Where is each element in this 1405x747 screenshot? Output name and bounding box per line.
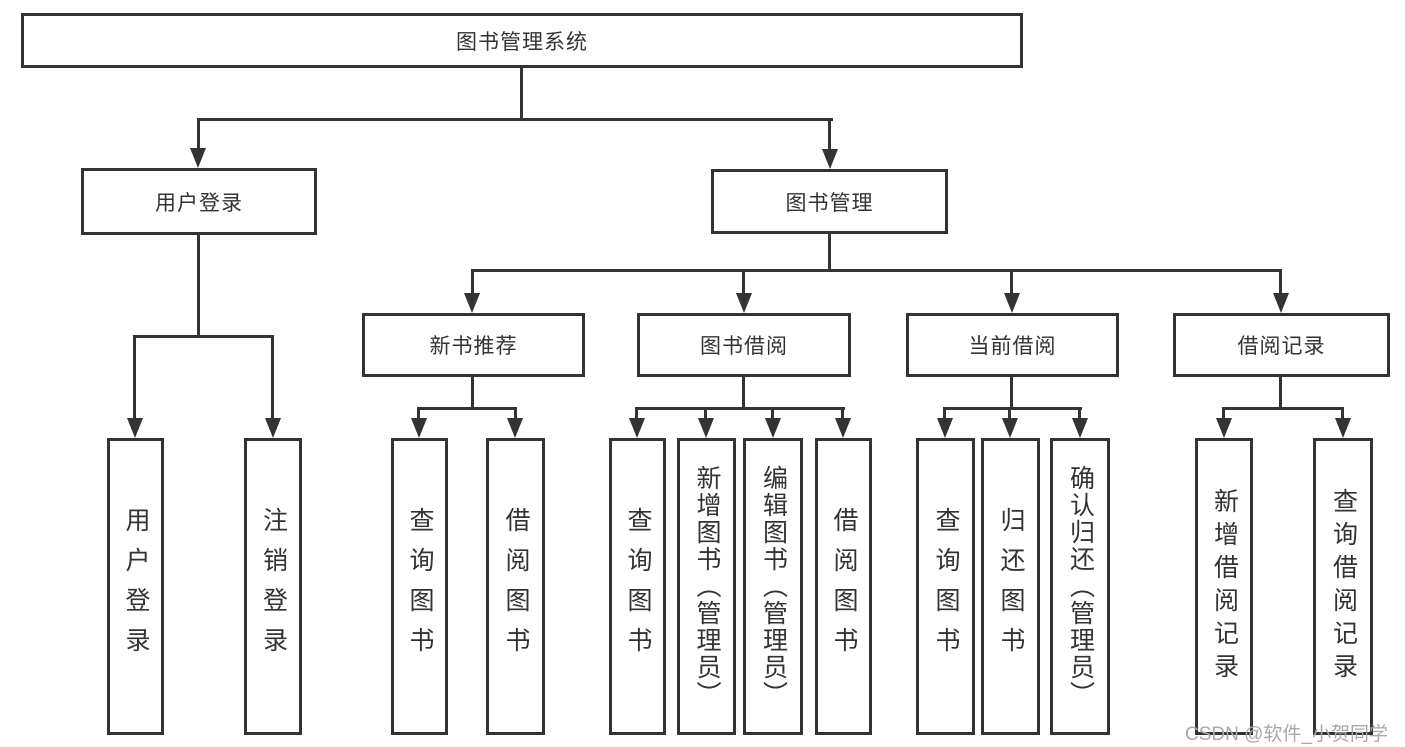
arrow-down-icon <box>464 293 480 313</box>
connector-stub <box>1341 407 1344 419</box>
leaf-query-books-current: 查询图书 <box>916 438 975 735</box>
connector-to-leaf-logout <box>271 335 274 418</box>
node-label: 图书借阅 <box>700 335 788 358</box>
leaf-label: 新增借阅记录 <box>1210 487 1239 686</box>
connector-stub <box>771 407 774 419</box>
connector-bookmgmt-stem <box>828 234 831 272</box>
leaf-label: 归还图书 <box>997 506 1025 667</box>
arrow-down-icon <box>265 418 281 438</box>
connector-root-bus <box>197 118 833 121</box>
connector-stub <box>1078 407 1081 419</box>
arrow-down-icon <box>190 148 206 168</box>
leaf-label: 编辑图书（管理员） <box>759 465 788 708</box>
connector-stub <box>635 407 638 419</box>
leaf-label: 借阅图书 <box>830 506 858 667</box>
leaf-query-books-rec: 查询图书 <box>391 438 448 735</box>
arrow-down-icon <box>1004 293 1020 313</box>
connector-newbookrec-stem <box>471 377 474 410</box>
leaf-label: 新增图书（管理员） <box>693 465 721 708</box>
arrow-down-icon <box>937 418 953 438</box>
arrow-down-icon <box>1002 418 1018 438</box>
connector-borrowrecords-bus <box>1222 407 1344 410</box>
arrow-down-icon <box>1273 293 1289 313</box>
arrow-down-icon <box>507 418 523 438</box>
arrow-down-icon <box>411 418 427 438</box>
connector-bookborrow-bus <box>635 407 845 410</box>
leaf-label: 注销登录 <box>259 506 288 667</box>
connector-to-borrow-records <box>1279 269 1282 295</box>
node-library-management-system: 图书管理系统 <box>21 13 1023 68</box>
node-book-management-group: 图书管理 <box>711 169 948 234</box>
connector-stub <box>1222 407 1225 419</box>
connector-to-book-mgmt <box>828 118 831 150</box>
arrow-down-icon <box>698 418 714 438</box>
connector-userlogin-stem <box>197 235 200 338</box>
leaf-query-borrow-record: 查询借阅记录 <box>1313 438 1373 735</box>
leaf-edit-books-admin: 编辑图书（管理员） <box>743 438 803 735</box>
connector-stub <box>841 407 844 419</box>
leaf-label: 借阅图书 <box>502 506 530 667</box>
leaf-user-login: 用户登录 <box>107 438 164 735</box>
connector-currentborrow-stem <box>1010 377 1013 410</box>
leaf-label: 查询图书 <box>406 506 434 667</box>
arrow-down-icon <box>629 418 645 438</box>
node-label: 借阅记录 <box>1237 335 1326 358</box>
leaf-label: 查询借阅记录 <box>1329 487 1358 686</box>
connector-to-user-login <box>197 118 200 150</box>
node-new-book-recommendation: 新书推荐 <box>362 313 585 377</box>
connector-currentborrow-bus <box>943 407 1082 410</box>
connector-to-leaf-user-login <box>133 335 136 418</box>
connector-stub <box>417 407 420 419</box>
leaf-label: 确认归还（管理员） <box>1066 465 1095 708</box>
connector-stub <box>1008 407 1011 419</box>
leaf-label: 查询图书 <box>624 506 652 667</box>
connector-stub <box>943 407 946 419</box>
leaf-return-books: 归还图书 <box>981 438 1040 735</box>
node-label: 新书推荐 <box>429 335 518 358</box>
leaf-confirm-return-admin: 确认归还（管理员） <box>1050 438 1110 735</box>
arrow-down-icon <box>736 293 752 313</box>
arrow-down-icon <box>822 149 838 169</box>
connector-stub <box>514 407 517 419</box>
connector-root-stem <box>520 68 523 121</box>
connector-borrowrecords-stem <box>1279 377 1282 410</box>
connector-bookborrow-stem <box>742 377 745 410</box>
node-label: 图书管理系统 <box>456 30 588 54</box>
node-book-borrowing: 图书借阅 <box>637 313 851 377</box>
arrow-down-icon <box>127 418 143 438</box>
leaf-borrow-books: 借阅图书 <box>815 438 872 735</box>
connector-userlogin-bus <box>133 335 274 338</box>
arrow-down-icon <box>1335 418 1351 438</box>
connector-stub <box>704 407 707 419</box>
leaf-label: 查询图书 <box>932 506 960 667</box>
connector-to-new-book-rec <box>471 269 474 295</box>
leaf-label: 用户登录 <box>122 506 150 667</box>
connector-to-book-borrow <box>742 269 745 295</box>
node-user-login-group: 用户登录 <box>81 168 317 235</box>
arrow-down-icon <box>1216 418 1232 438</box>
leaf-add-borrow-record: 新增借阅记录 <box>1195 438 1253 735</box>
node-borrowing-records: 借阅记录 <box>1173 313 1390 377</box>
csdn-watermark: CSDN @软件_小贺同学 <box>1185 724 1388 745</box>
node-label: 图书管理 <box>785 191 874 215</box>
leaf-logout: 注销登录 <box>244 438 302 735</box>
node-current-borrowing: 当前借阅 <box>906 313 1119 377</box>
connector-newbookrec-bus <box>417 407 517 410</box>
connector-to-current-borrow <box>1010 269 1013 295</box>
arrow-down-icon <box>765 418 781 438</box>
leaf-query-books-borrow: 查询图书 <box>609 438 666 735</box>
arrow-down-icon <box>1072 418 1088 438</box>
connector-bookmgmt-bus <box>471 269 1282 272</box>
arrow-down-icon <box>835 418 851 438</box>
leaf-add-books-admin: 新增图书（管理员） <box>677 438 736 735</box>
node-label: 当前借阅 <box>968 335 1057 358</box>
node-label: 用户登录 <box>155 191 243 215</box>
leaf-borrow-books-rec: 借阅图书 <box>486 438 545 735</box>
